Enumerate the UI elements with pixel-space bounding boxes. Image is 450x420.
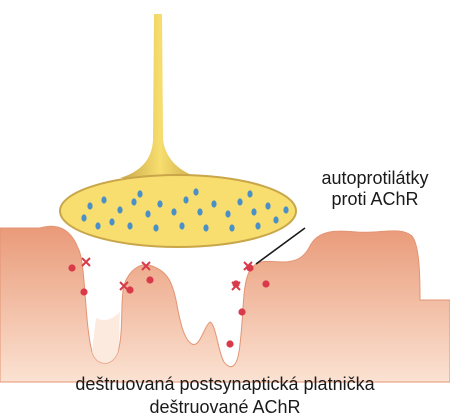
vesicle xyxy=(145,210,150,217)
destroyed-achr-label: deštruované AChR xyxy=(0,397,450,418)
vesicle xyxy=(283,206,288,213)
vesicle xyxy=(157,200,162,207)
vesicle xyxy=(131,198,136,205)
axon xyxy=(120,14,200,178)
vesicle xyxy=(101,196,106,203)
fold-shadow xyxy=(92,312,120,363)
vesicle xyxy=(95,222,100,229)
vesicle xyxy=(87,202,92,209)
vesicle xyxy=(171,208,176,215)
vesicle xyxy=(179,222,184,229)
achr-receptor xyxy=(68,264,75,271)
vesicle xyxy=(117,206,122,213)
vesicle xyxy=(229,224,234,231)
vesicle xyxy=(247,190,252,197)
vesicle xyxy=(109,218,114,225)
presynaptic-terminal xyxy=(60,175,296,247)
vesicle xyxy=(225,210,230,217)
vesicle xyxy=(153,224,158,231)
vesicle xyxy=(193,188,198,195)
vesicle xyxy=(211,200,216,207)
destroyed-plate-label: deštruovaná postsynaptická platnička xyxy=(0,374,450,395)
autoantibodies-label-line2: proti AChR xyxy=(300,189,450,210)
achr-receptor xyxy=(80,288,87,295)
vesicle xyxy=(197,208,202,215)
vesicle xyxy=(81,214,86,221)
vesicle xyxy=(265,202,270,209)
autoantibodies-label-line1: autoprotilátky xyxy=(300,168,450,189)
achr-receptor xyxy=(226,340,233,347)
vesicle xyxy=(273,216,278,223)
postsynaptic-plate xyxy=(0,226,450,382)
vesicle xyxy=(127,222,132,229)
achr-receptor xyxy=(262,280,269,287)
vesicle xyxy=(183,196,188,203)
achr-receptor xyxy=(146,276,153,283)
autoantibodies-label: autoprotilátky proti AChR xyxy=(300,168,450,210)
vesicle xyxy=(237,198,242,205)
vesicle xyxy=(255,222,260,229)
vesicle xyxy=(137,190,142,197)
vesicle xyxy=(203,224,208,231)
achr-receptor xyxy=(238,308,245,315)
vesicle xyxy=(251,208,256,215)
antibody-mark xyxy=(82,258,90,266)
